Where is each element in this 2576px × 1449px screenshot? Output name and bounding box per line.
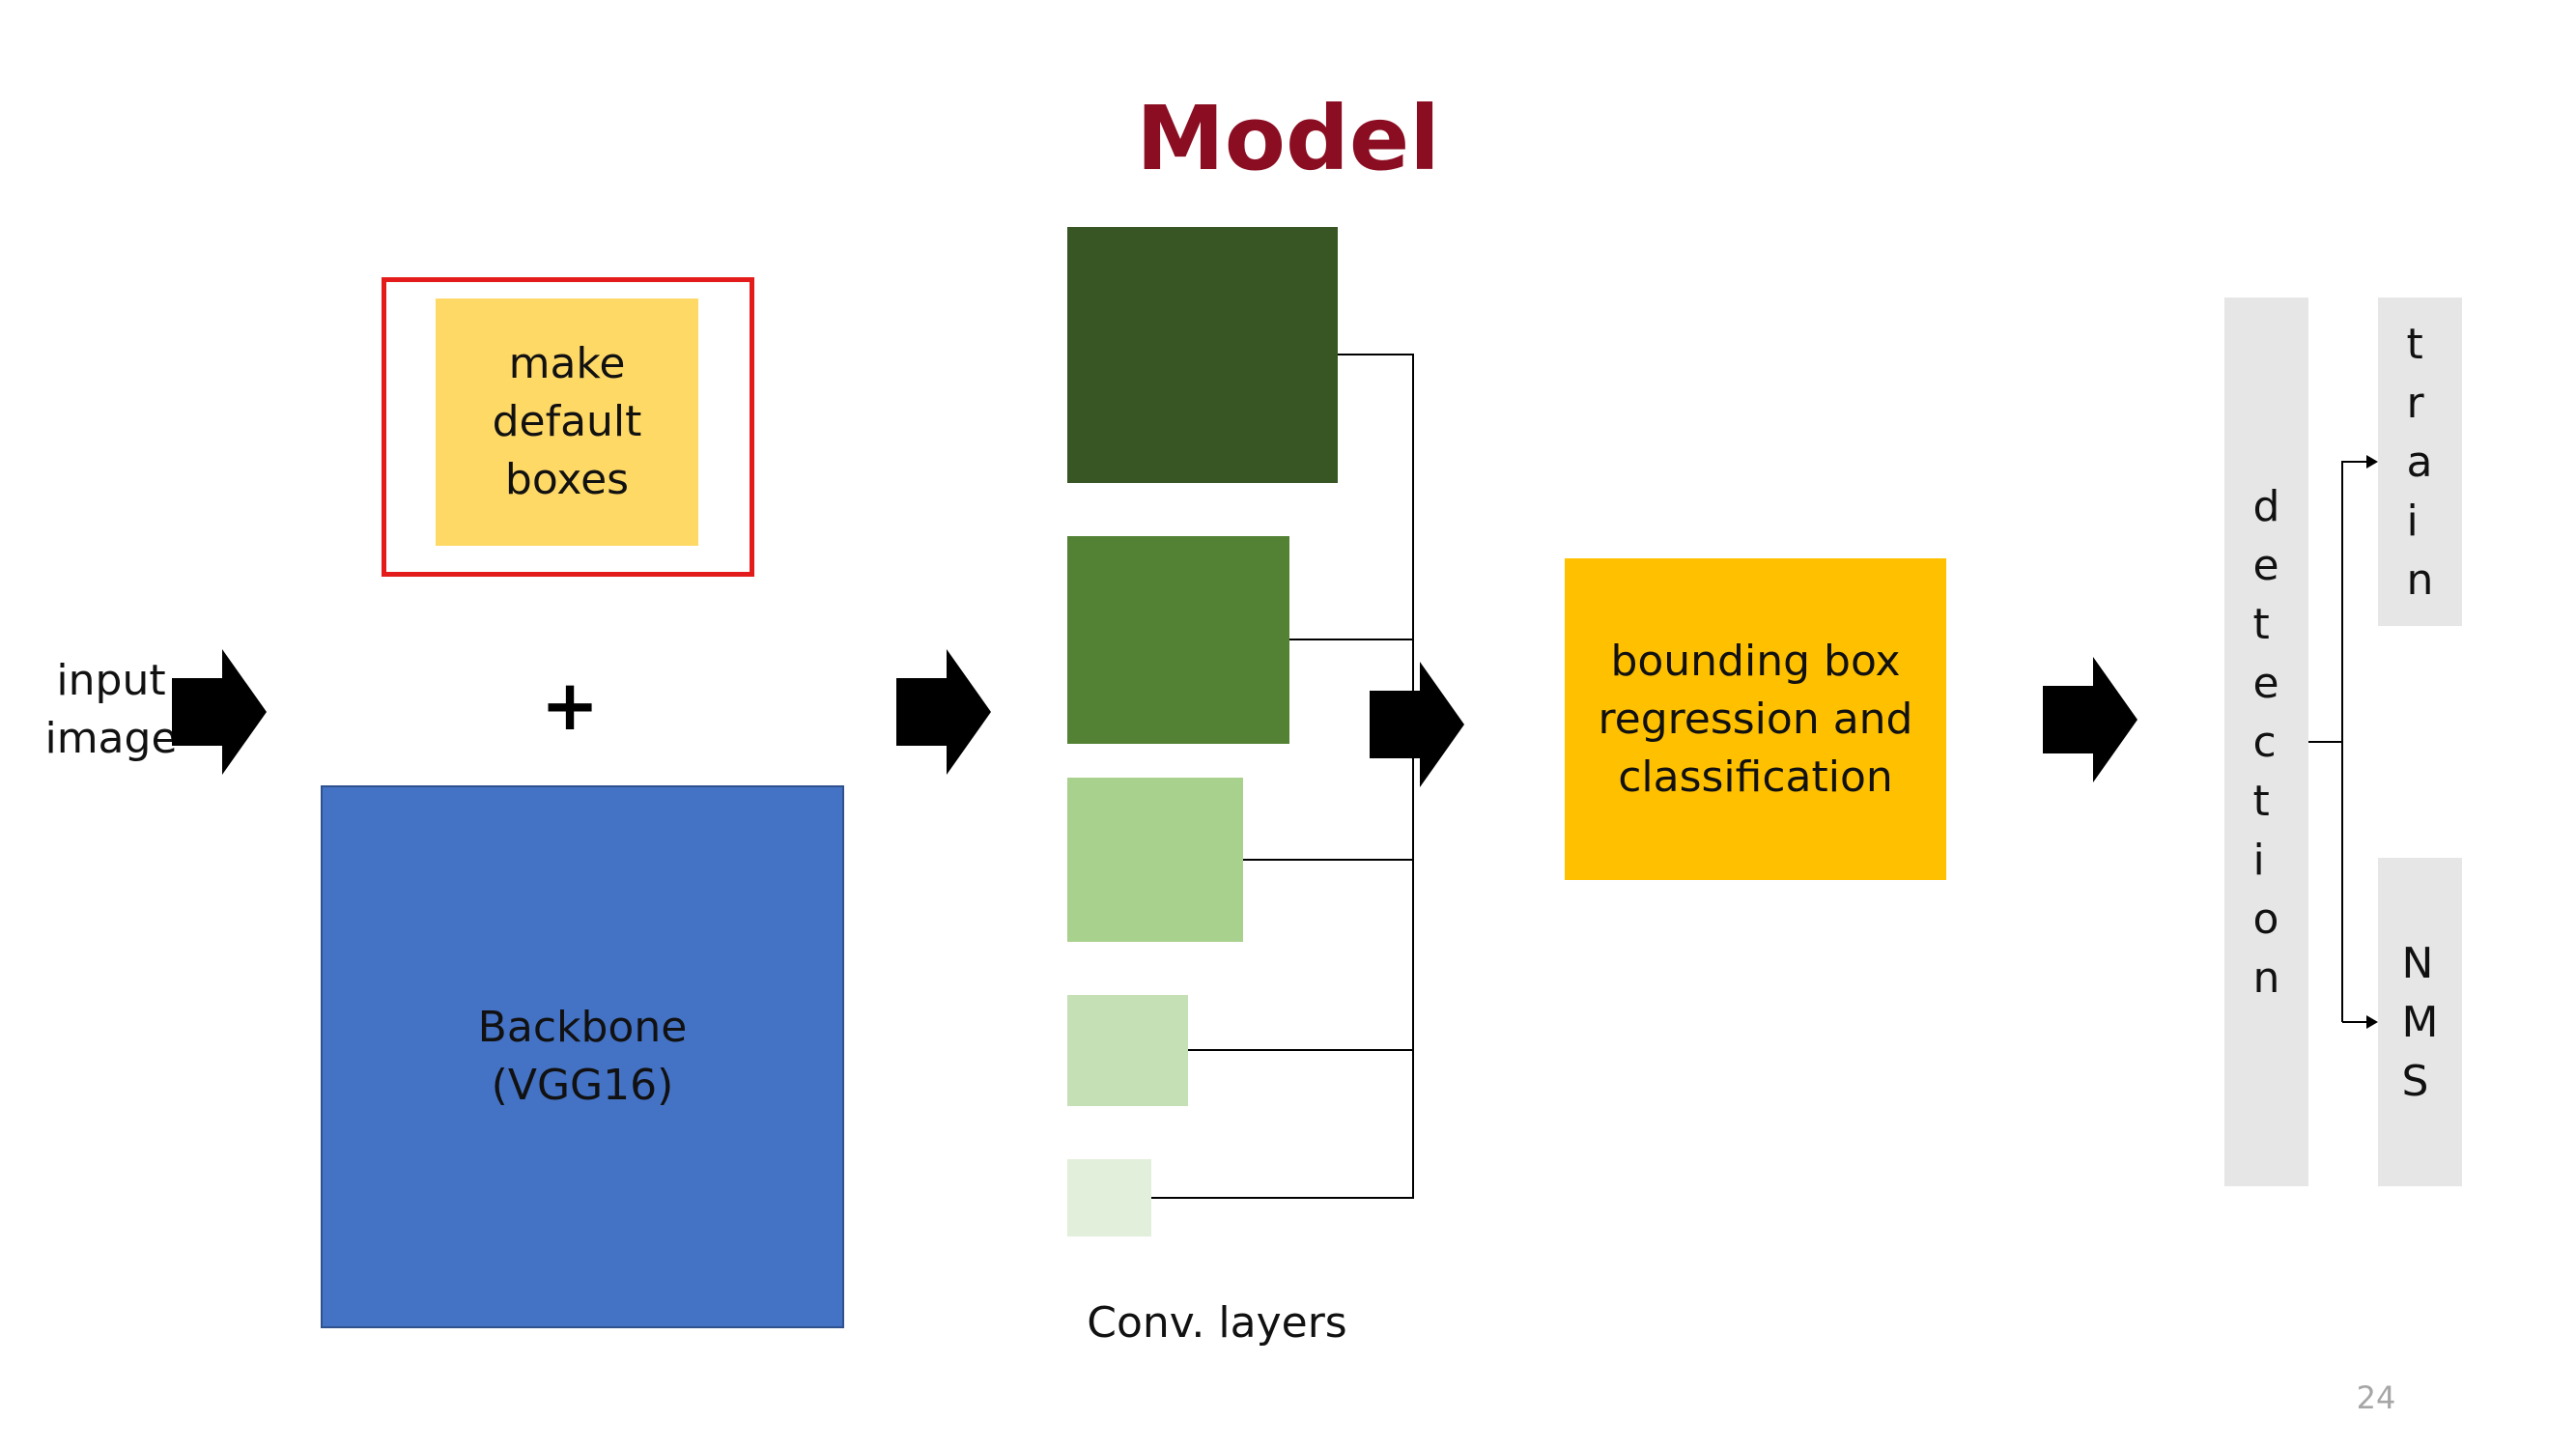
conv-layer-4 [1067, 995, 1188, 1106]
conv-layer-1 [1067, 227, 1338, 483]
plus-sign: + [540, 665, 600, 746]
conv-arrow-icon [1370, 662, 1464, 787]
vertical-letter: t [2252, 599, 2270, 649]
vertical-letter: o [2252, 894, 2279, 944]
vertical-letter: S [2401, 1056, 2429, 1106]
vertical-letter: n [2406, 554, 2434, 605]
vertical-letter: c [2252, 717, 2277, 767]
page-number: 24 [2356, 1379, 2396, 1416]
input-image-label: input image [44, 656, 178, 763]
vertical-letter: i [2252, 835, 2265, 885]
conv-layer-5 [1067, 1159, 1151, 1236]
vertical-letter: t [2252, 776, 2270, 826]
vertical-letter: i [2406, 496, 2419, 546]
vertical-letter: t [2406, 319, 2423, 369]
vertical-letter: e [2252, 658, 2279, 708]
vertical-letter: n [2252, 952, 2280, 1003]
vertical-letter: M [2401, 997, 2439, 1047]
make-default-boxes-block: make default boxes [436, 298, 698, 546]
vertical-letter: r [2406, 378, 2424, 428]
conv-layer-3 [1067, 778, 1243, 942]
vertical-letter: e [2252, 540, 2279, 590]
vertical-letter: d [2252, 481, 2280, 531]
slide-title: Model [1136, 87, 1440, 190]
backbone-arrow-icon [896, 649, 991, 775]
bbox-regression-classification-block: bounding box regression and classificati… [1565, 558, 1946, 880]
vertical-letter: a [2406, 437, 2433, 487]
vertical-letter: N [2401, 938, 2434, 988]
conv-layer-2 [1067, 536, 1289, 744]
head-arrow-icon [2043, 657, 2137, 782]
input-arrow-icon [172, 649, 267, 775]
backbone-block: Backbone (VGG16) [321, 785, 844, 1328]
conv-layers-caption: Conv. layers [1087, 1298, 1347, 1348]
highlight-frame [382, 277, 754, 577]
